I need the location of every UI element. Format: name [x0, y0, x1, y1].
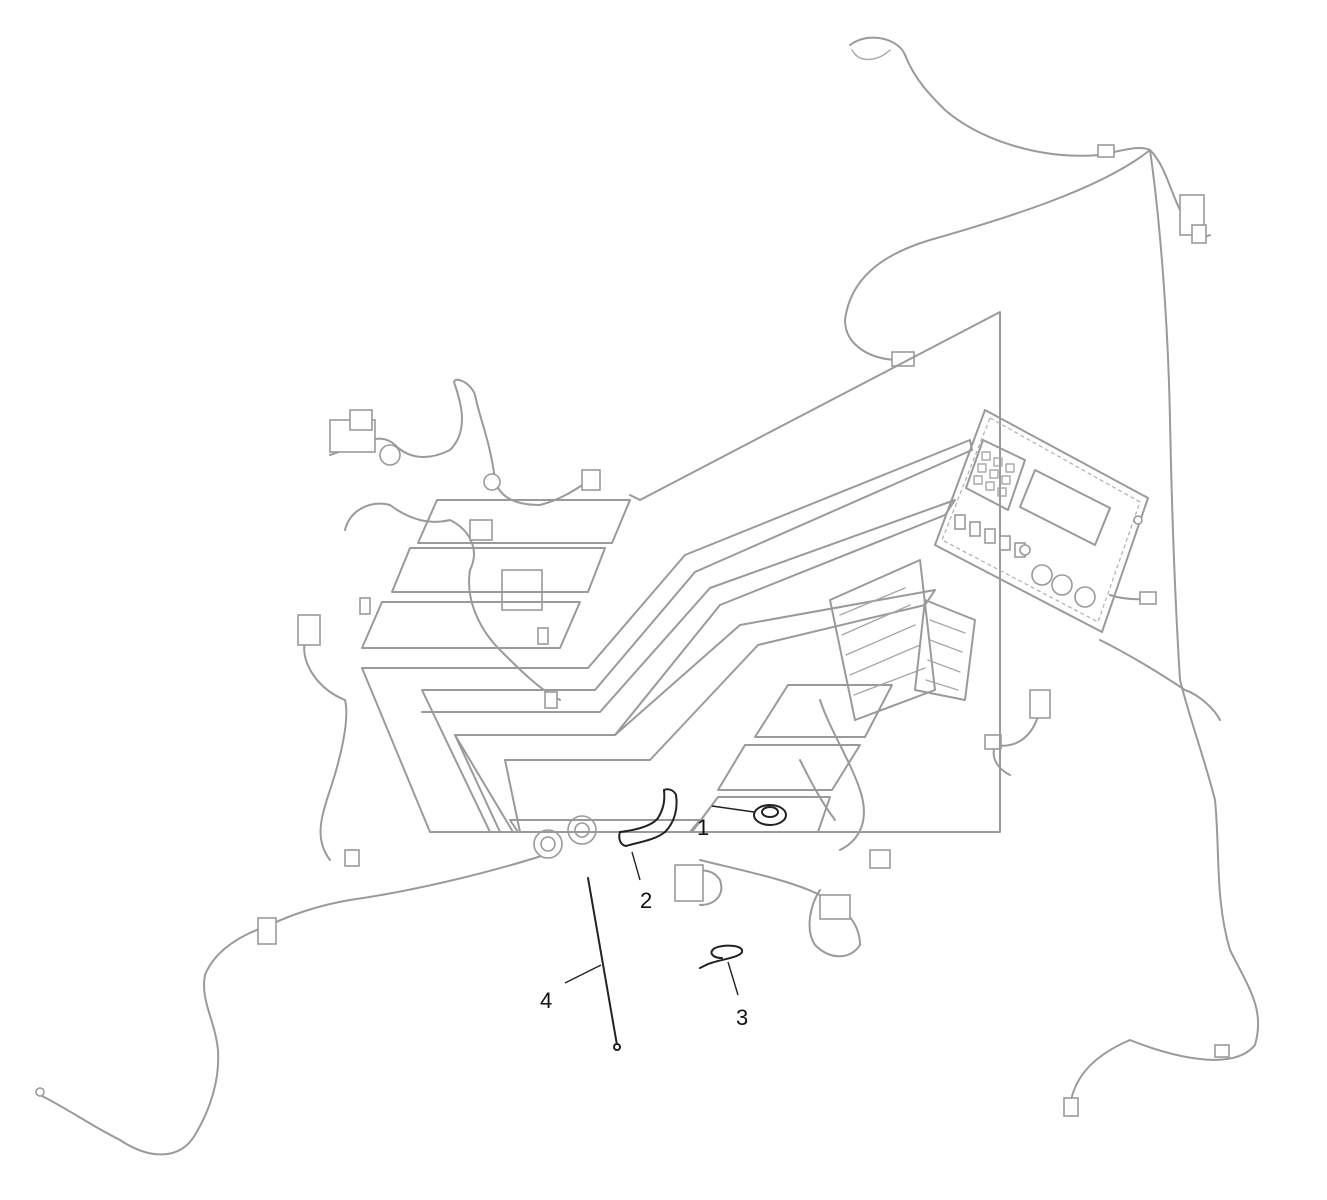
callout-2: 2 [640, 888, 652, 913]
part-1-grommet: 1 [697, 804, 787, 840]
callout-4: 4 [540, 988, 552, 1013]
part-3-cable-tie: 3 [699, 944, 748, 1030]
dashboard-panel-outline [361, 311, 1001, 833]
part-4-rod: 4 [540, 877, 621, 1051]
callout-3: 3 [736, 1005, 748, 1030]
control-panel [934, 409, 1149, 633]
fuse-block [799, 559, 976, 851]
background-harness [35, 36, 1260, 1156]
part-2-hose: 2 [618, 788, 678, 913]
callout-1: 1 [697, 815, 709, 840]
